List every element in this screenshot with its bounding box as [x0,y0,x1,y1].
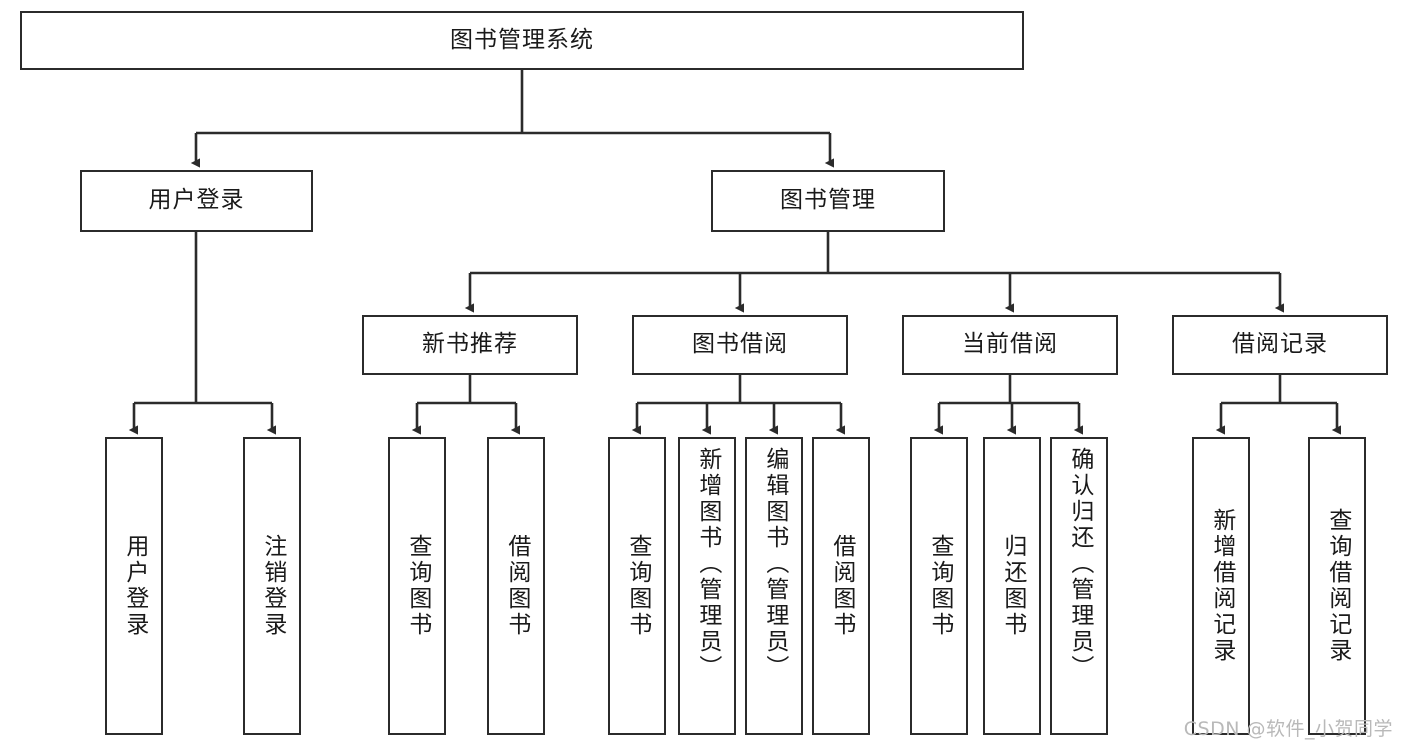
node-leaf-borrow-book-1[interactable]: 借阅图书 [487,437,545,735]
node-leaf-query-book-2-label: 查询图书 [624,534,651,638]
node-leaf-logout-label: 注销登录 [259,534,286,638]
node-leaf-logout[interactable]: 注销登录 [243,437,301,735]
node-leaf-query-record[interactable]: 查询借阅记录 [1308,437,1366,735]
node-user-login-label: 用户登录 [148,187,245,214]
node-leaf-borrow-book-2-label: 借阅图书 [828,534,855,638]
node-leaf-confirm-return-label: 确认归还（管理员） [1066,447,1093,681]
node-leaf-add-record-label: 新增借阅记录 [1208,508,1235,664]
node-user-login[interactable]: 用户登录 [80,170,313,232]
node-book-borrow[interactable]: 图书借阅 [632,315,848,375]
node-borrow-record[interactable]: 借阅记录 [1172,315,1388,375]
node-leaf-return-book[interactable]: 归还图书 [983,437,1041,735]
node-book-manage[interactable]: 图书管理 [711,170,945,232]
node-leaf-add-book[interactable]: 新增图书（管理员） [678,437,736,735]
node-leaf-borrow-book-2[interactable]: 借阅图书 [812,437,870,735]
node-leaf-return-book-label: 归还图书 [999,534,1026,638]
node-leaf-edit-book[interactable]: 编辑图书（管理员） [745,437,803,735]
node-leaf-query-book-1[interactable]: 查询图书 [388,437,446,735]
node-leaf-add-book-label: 新增图书（管理员） [694,447,721,681]
node-leaf-query-book-3[interactable]: 查询图书 [910,437,968,735]
node-leaf-query-book-3-label: 查询图书 [926,534,953,638]
node-current-borrow-label: 当前借阅 [962,331,1058,358]
node-book-borrow-label: 图书借阅 [692,331,788,358]
node-leaf-query-record-label: 查询借阅记录 [1324,508,1351,664]
node-leaf-confirm-return[interactable]: 确认归还（管理员） [1050,437,1108,735]
node-leaf-user-login[interactable]: 用户登录 [105,437,163,735]
node-leaf-borrow-book-1-label: 借阅图书 [503,534,530,638]
node-borrow-record-label: 借阅记录 [1232,331,1328,358]
csdn-watermark: CSDN @软件_小贺同学 [1183,718,1393,740]
node-new-book-rec[interactable]: 新书推荐 [362,315,578,375]
node-leaf-query-book-2[interactable]: 查询图书 [608,437,666,735]
node-new-book-rec-label: 新书推荐 [422,331,518,358]
node-leaf-edit-book-label: 编辑图书（管理员） [761,447,788,681]
node-book-manage-label: 图书管理 [780,187,876,214]
node-leaf-user-login-label: 用户登录 [121,534,148,638]
node-root-label: 图书管理系统 [450,26,594,53]
node-current-borrow[interactable]: 当前借阅 [902,315,1118,375]
node-root[interactable]: 图书管理系统 [20,11,1024,70]
node-leaf-query-book-1-label: 查询图书 [404,534,431,638]
node-leaf-add-record[interactable]: 新增借阅记录 [1192,437,1250,735]
